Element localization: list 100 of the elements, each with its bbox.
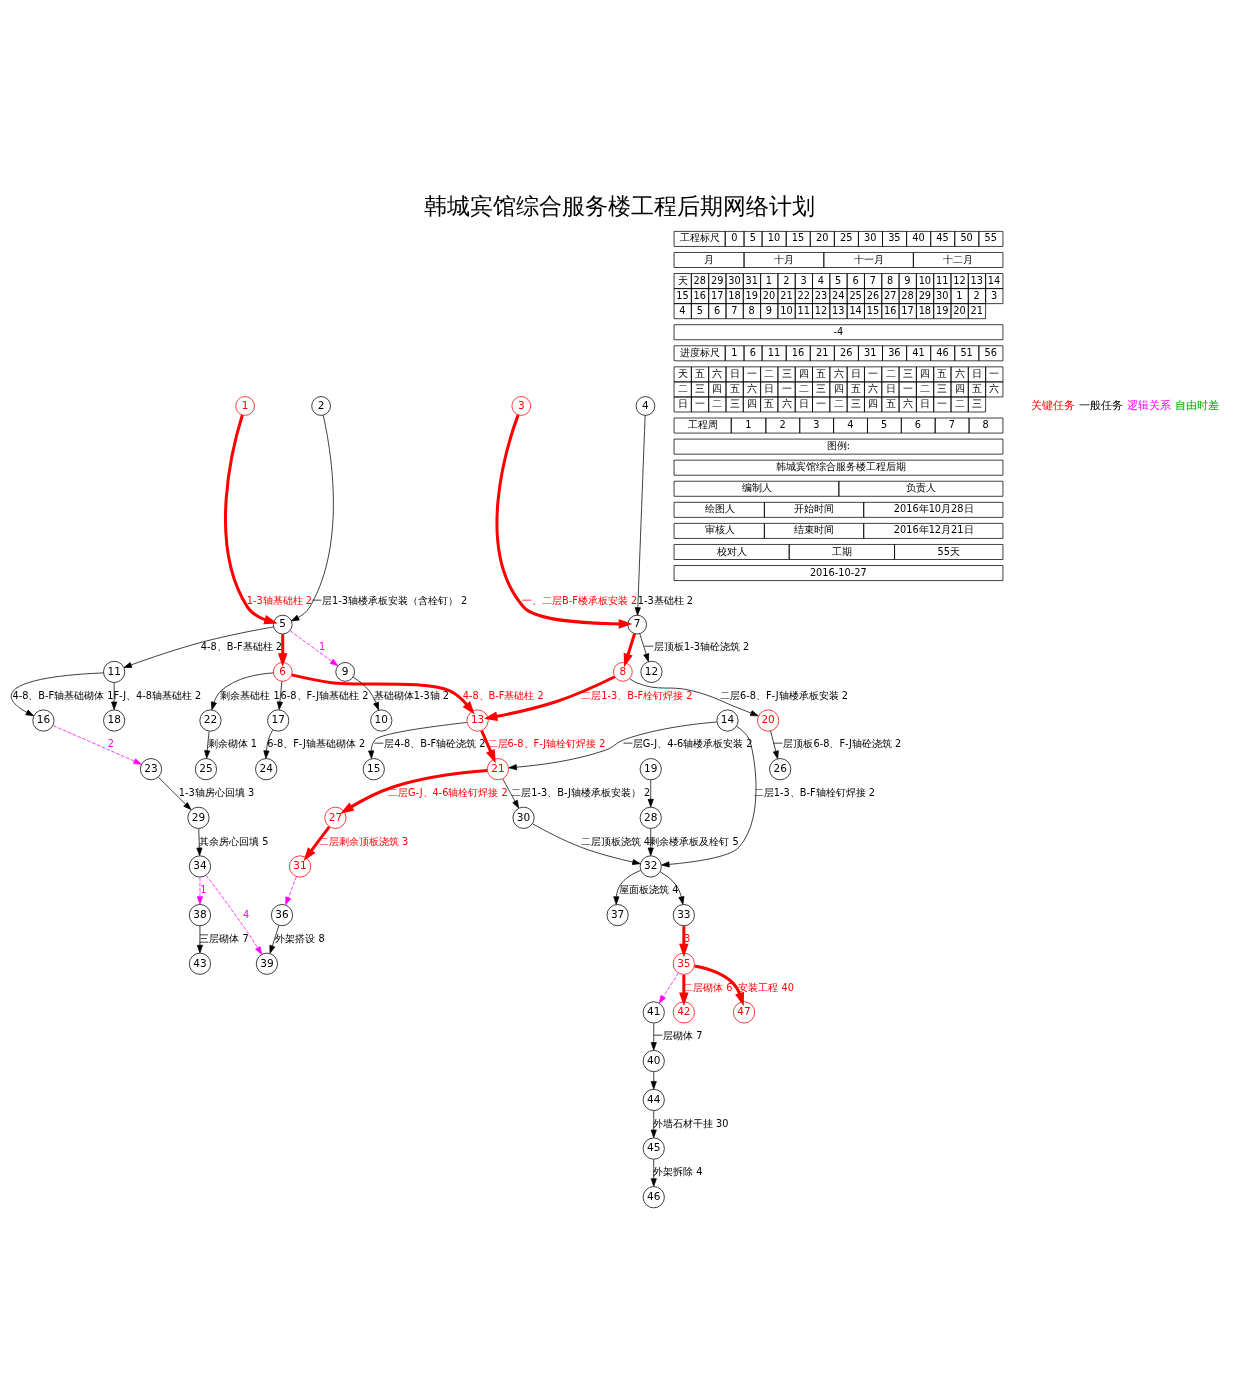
legend-label: 关键任务 (1030, 398, 1075, 411)
label: 五 (937, 367, 948, 379)
label: 一 (695, 397, 706, 409)
label: 月 (704, 253, 715, 265)
label: 20 (953, 304, 966, 316)
label: 校对人 (716, 545, 747, 557)
label: 二 (954, 397, 965, 409)
label: 日 (729, 367, 740, 379)
label: 12 (814, 304, 828, 316)
label: 二 (712, 397, 723, 409)
label: 41 (912, 346, 925, 358)
label: 编制人 (741, 481, 772, 493)
label: 3 (990, 289, 998, 301)
edge-label: 安装工程 40 (738, 981, 795, 993)
edge-label: 4-8、B-F轴基础砌体 1 (12, 689, 114, 701)
label: 6 (914, 418, 922, 430)
label: 50 (960, 231, 973, 243)
label: 36 (888, 346, 901, 358)
label: 4 (847, 418, 854, 430)
label: 2 (973, 289, 980, 301)
label: 二 (833, 397, 844, 409)
label: 二 (798, 382, 809, 394)
label: 11 (767, 346, 781, 358)
label: 五 (816, 367, 827, 379)
label: 6 (852, 274, 859, 286)
label: 2 (783, 274, 790, 286)
label: 45 (936, 231, 949, 243)
label: 4 (817, 274, 825, 286)
label: 30 (864, 231, 877, 243)
label: 13 (832, 304, 845, 316)
label: 28 (901, 289, 914, 301)
label: 五 (850, 382, 861, 394)
label: 三 (902, 367, 913, 379)
label: 12 (953, 274, 966, 286)
label: 31 (864, 346, 877, 358)
label: 三 (850, 397, 861, 409)
label: 六 (781, 397, 792, 409)
label: 六 (902, 397, 913, 409)
label: 四 (747, 397, 758, 409)
label: 日 (850, 367, 861, 379)
label: 22 (797, 289, 810, 301)
label: 五 (972, 382, 983, 394)
edge-label: 1-3基础柱 2 (637, 594, 694, 606)
edge-label: 外墙石材干挂 30 (652, 1117, 729, 1129)
label: 10 (780, 304, 793, 316)
label: 四 (712, 382, 723, 394)
label: 3 (813, 418, 820, 430)
legend-label: 一般任务 (1078, 398, 1123, 411)
edge-label: 4-8、B-F基础柱 2 (200, 640, 282, 652)
edge-label: 一层顶板6-8、F-J轴砼浇筑 2 (773, 737, 902, 749)
label: 4 (679, 304, 686, 316)
diagram-title: 韩城宾馆综合服务楼工程后期网络计划 (424, 192, 815, 219)
label: 审核人 (704, 523, 735, 535)
label: 五 (885, 397, 896, 409)
edge-label: 剩余砌体 1 (207, 737, 257, 749)
label: 29 (710, 274, 724, 286)
label: 开始时间 (794, 502, 835, 514)
label: 11 (797, 304, 810, 316)
label: 18 (728, 289, 741, 301)
edge-label: 1 (319, 640, 326, 652)
label: 天 (677, 274, 688, 286)
label: 14 (987, 274, 1001, 286)
label: 21 (970, 304, 984, 316)
label: 7 (948, 418, 955, 430)
label: 1 (745, 418, 752, 430)
label: 9 (765, 304, 773, 316)
label: 10 (767, 231, 781, 243)
label: 30 (728, 274, 741, 286)
label: 六 (868, 382, 879, 394)
edge-label: 6-8、F-J轴基础砌体 2 (267, 737, 366, 749)
label: 8 (887, 274, 894, 286)
label: 15 (866, 304, 880, 316)
label: 15 (791, 231, 805, 243)
label: 16 (693, 289, 707, 301)
label: 24 (832, 289, 845, 301)
label: 35 (888, 231, 901, 243)
label: 日 (764, 382, 775, 394)
label: 29 (918, 289, 932, 301)
legend-label: 自由时差 (1175, 398, 1220, 411)
edge-label: 外架搭设 8 (275, 932, 325, 944)
label: 8 (748, 304, 755, 316)
edge-label: F-J、4-8轴基础柱 2 (113, 689, 202, 701)
label: 6 (749, 346, 756, 358)
label: 19 (935, 304, 949, 316)
label: 3 (800, 274, 807, 286)
label: 5 (696, 304, 703, 316)
label: 21 (780, 289, 793, 301)
label: 28 (693, 274, 707, 286)
label: 三 (729, 397, 740, 409)
label: 日 (798, 397, 809, 409)
edge-label: 一层G-J、4-6轴楼承板安装 2 (622, 737, 753, 749)
label: 31 (745, 274, 758, 286)
label: 7 (731, 304, 738, 316)
edge-label: 基础砌体1-3轴 2 (373, 689, 450, 701)
label: 绘图人 (704, 502, 735, 514)
label: 55 (984, 231, 997, 243)
label: 一 (868, 367, 879, 379)
edge-label: 4 (243, 908, 250, 920)
label: 26 (840, 346, 853, 358)
label: 三 (937, 382, 948, 394)
